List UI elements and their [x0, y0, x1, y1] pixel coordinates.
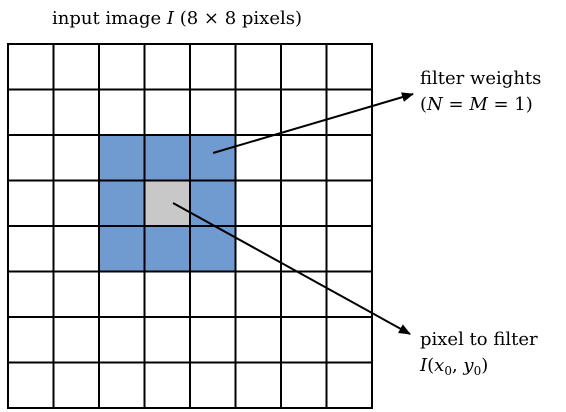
- filter-weights-params: (N = M = 1): [420, 94, 533, 115]
- pixel-cell: [189, 316, 237, 364]
- pixel-cell: [52, 361, 100, 409]
- pixel-cell: [189, 88, 237, 136]
- pixel-cell: [234, 179, 282, 227]
- pixel-cell: [7, 361, 55, 409]
- pixel-cell: [98, 316, 146, 364]
- pixel-cell: [234, 88, 282, 136]
- pixel-cell: [98, 361, 146, 409]
- pixel-cell: [234, 225, 282, 273]
- pixel-cell: [7, 225, 55, 273]
- pixel-to-filter-expr: I(x0, y0): [419, 355, 488, 378]
- pixel-cell: [280, 88, 328, 136]
- pixel-cell: [52, 88, 100, 136]
- pixel-to-filter-label: pixel to filter: [420, 329, 538, 350]
- pixel-cell: [98, 88, 146, 136]
- pixel-cell: [189, 270, 237, 318]
- pixel-cell: [52, 316, 100, 364]
- pixel-cell: [325, 134, 373, 182]
- pixel-cell: [325, 316, 373, 364]
- pixel-cell: [143, 361, 191, 409]
- filter-weights-label: filter weights: [420, 68, 541, 89]
- pixel-cell: [143, 316, 191, 364]
- pixel-cell: [280, 361, 328, 409]
- pixel-cell: [7, 270, 55, 318]
- filter-weight-cell: [143, 225, 191, 273]
- pixel-cell: [98, 270, 146, 318]
- filter-weight-cell: [189, 134, 237, 182]
- pixel-cell: [143, 43, 191, 91]
- pixel-cell: [52, 270, 100, 318]
- pixel-cell: [280, 134, 328, 182]
- pixel-cell: [280, 270, 328, 318]
- pixel-grid: [7, 43, 373, 409]
- pixel-cell: [280, 43, 328, 91]
- pixel-cell: [234, 361, 282, 409]
- pixel-cell: [7, 43, 55, 91]
- pixel-cell: [234, 270, 282, 318]
- pixel-cell: [325, 361, 373, 409]
- pixel-cell: [7, 316, 55, 364]
- filter-weight-cell: [189, 179, 237, 227]
- pixel-cell: [280, 225, 328, 273]
- filter-weight-cell: [98, 179, 146, 227]
- pixel-cell: [52, 225, 100, 273]
- pixel-cell: [280, 316, 328, 364]
- pixel-cell: [52, 179, 100, 227]
- pixel-cell: [7, 88, 55, 136]
- filter-weight-cell: [98, 134, 146, 182]
- pixel-cell: [325, 179, 373, 227]
- pixel-cell: [280, 179, 328, 227]
- pixel-cell: [189, 361, 237, 409]
- pixel-cell: [234, 134, 282, 182]
- pixel-cell: [143, 270, 191, 318]
- pixel-cell: [325, 43, 373, 91]
- pixel-cell: [7, 179, 55, 227]
- pixel-cell: [143, 88, 191, 136]
- pixel-cell: [325, 225, 373, 273]
- filter-weights-arrow: [212, 92, 414, 154]
- pixel-cell: [98, 43, 146, 91]
- pixel-cell: [189, 43, 237, 91]
- pixel-cell: [7, 134, 55, 182]
- pixel-cell: [52, 134, 100, 182]
- image-title: input image I (8 × 8 pixels): [52, 8, 302, 29]
- center-pixel-cell: [143, 179, 191, 227]
- pixel-to-filter-arrow: [172, 202, 411, 335]
- pixel-cell: [52, 43, 100, 91]
- pixel-cell: [234, 316, 282, 364]
- filter-weight-cell: [98, 225, 146, 273]
- pixel-cell: [234, 43, 282, 91]
- filter-weight-cell: [143, 134, 191, 182]
